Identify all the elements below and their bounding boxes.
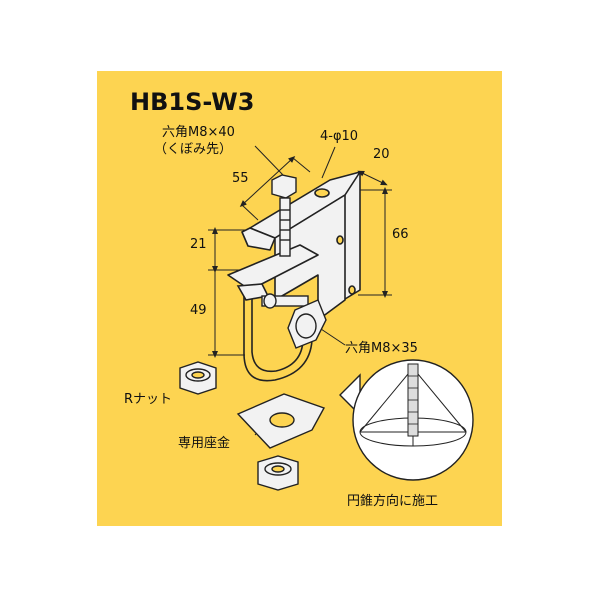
gap-lower-label: 49 [190,303,207,318]
width-label: 55 [232,171,249,186]
top-bolt [271,174,297,257]
side-bolt [261,293,327,349]
washer-label: 専用座金 [178,436,231,451]
cone-detail-bubble [339,359,474,481]
product-title: HB1S-W3 [130,88,255,116]
height-label: 66 [392,227,409,242]
side-bolt-label: 六角M8×35 [345,341,418,356]
depth-label: 20 [373,147,390,162]
top-bolt-label: 六角M8×40 [162,125,235,140]
gap-upper-label: 21 [190,237,207,252]
holes-label: 4-φ10 [320,129,359,144]
r-nut-label: Rナット [124,392,173,407]
special-washer [236,393,326,449]
clamp-body [227,171,361,321]
bottom-nut [257,455,299,491]
r-band [236,283,313,382]
r-nut [179,361,217,395]
cone-note-label: 円錐方向に施工 [347,494,439,509]
top-bolt-note-label: （くぼみ先） [154,142,233,157]
